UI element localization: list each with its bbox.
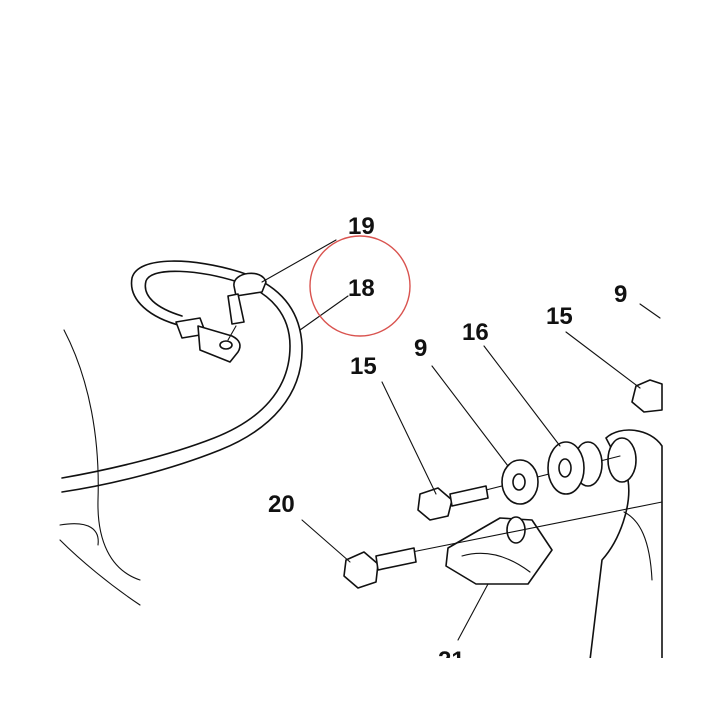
callout-9-mid: 9 [414, 335, 427, 362]
ground-cable [61, 260, 303, 493]
mount-bracket-right [589, 429, 663, 661]
bottom-crop [0, 658, 720, 720]
bolt-20 [343, 547, 417, 589]
bolt-15-mid-head [417, 487, 453, 521]
bracket-21-hole [506, 516, 526, 544]
mount-bracket-edge [623, 511, 653, 581]
bracket-21-slot [461, 552, 531, 573]
panel-edge-curve [63, 329, 141, 581]
bolt-20-shank [375, 547, 417, 571]
leader-16 [483, 345, 561, 447]
screw-19-axis [227, 325, 237, 341]
callout-19: 19 [348, 213, 375, 240]
leader-21 [457, 583, 489, 641]
leader-9-top-right [639, 303, 661, 319]
bracket-21-body [445, 517, 553, 585]
callout-15-right: 15 [546, 303, 573, 330]
leader-19 [261, 239, 337, 283]
washer-9-mid-hole [512, 473, 526, 491]
leader-18 [299, 295, 349, 331]
callout-15-mid: 15 [350, 353, 377, 380]
bolt-15-mid [417, 485, 489, 521]
grommet-16-hole [558, 458, 572, 478]
leader-15-mid [381, 381, 437, 495]
callout-16: 16 [462, 319, 489, 346]
screw-19 [227, 272, 267, 341]
terminal-hole [219, 340, 233, 350]
highlight-circle [309, 235, 411, 337]
bolt-15-mid-shank [449, 485, 489, 507]
panel-notch [59, 523, 99, 546]
cable-outer [61, 260, 303, 493]
bracket-21 [445, 516, 553, 585]
mount-bracket-boss [607, 437, 637, 483]
bolt-20-head [343, 551, 379, 589]
washer-9-mid [501, 459, 539, 505]
assembly-axis-lower [411, 501, 663, 553]
callout-18: 18 [348, 275, 375, 302]
mount-bracket-body [589, 429, 663, 661]
panel-lower-curve [59, 539, 141, 606]
leader-9-mid [431, 365, 509, 467]
leader-20 [301, 519, 351, 563]
grommet-16 [547, 441, 603, 495]
callout-20: 20 [268, 491, 295, 518]
callout-9-top-right: 9 [614, 281, 627, 308]
leader-15-right [565, 331, 641, 389]
cable-ring-terminal [197, 325, 241, 363]
body-panel [59, 329, 141, 606]
leader-lines [261, 239, 661, 641]
cable-inner [61, 270, 291, 479]
screw-19-head [233, 272, 267, 297]
screw-19-shank [227, 293, 245, 325]
